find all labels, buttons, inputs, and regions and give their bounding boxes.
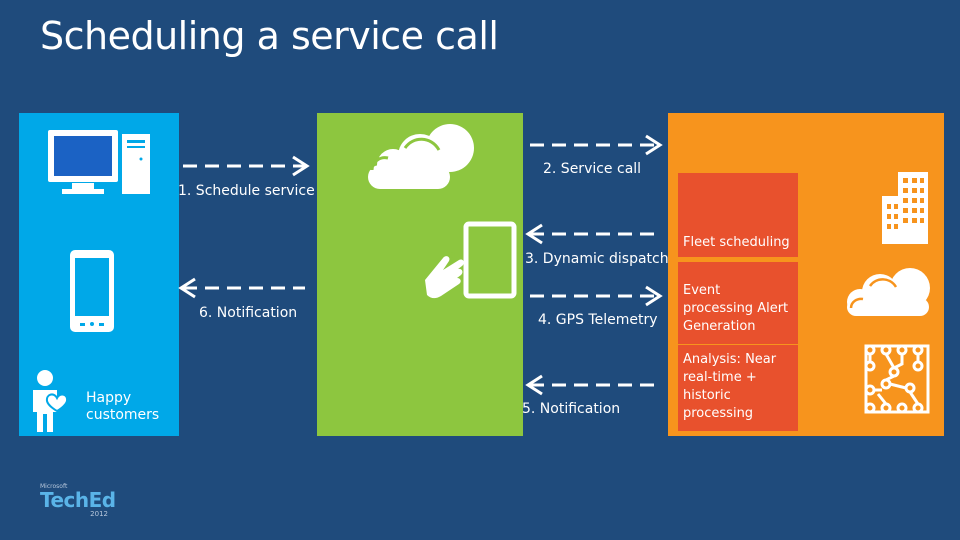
analysis-box: Analysis: Near real-time + historic proc… xyxy=(678,345,798,431)
step-1-label: 1. Schedule service xyxy=(178,183,315,199)
touch-tablet-icon xyxy=(425,221,517,299)
circuit-analytics-icon xyxy=(864,344,930,414)
step-4-label: 4. GPS Telemetry xyxy=(538,312,658,328)
logo-microsoft-text: Microsoft xyxy=(40,483,68,490)
step-5-label: 5. Notification xyxy=(522,401,621,417)
teched-logo: Microsoft TechEd 2012 xyxy=(40,483,116,518)
arrow-notification-backend xyxy=(525,374,660,396)
cloud-icon xyxy=(368,124,474,189)
cloud-icon xyxy=(847,268,930,316)
arrow-gps-telemetry xyxy=(530,285,663,307)
logo-year-text: 2012 xyxy=(90,510,108,518)
step-2-label: 2. Service call xyxy=(543,161,642,177)
fleet-scheduling-label: Fleet scheduling xyxy=(683,235,790,250)
arrow-service-call xyxy=(530,134,663,156)
logo-teched-text: TechEd xyxy=(40,488,116,512)
desktop-computer-icon xyxy=(48,130,150,194)
event-processing-box: Event processing Alert Generation xyxy=(678,262,798,344)
smartphone-icon xyxy=(70,250,114,332)
happy-customers-label: Happy customers xyxy=(86,390,160,423)
event-processing-label: Event processing Alert Generation xyxy=(683,283,789,334)
office-building-icon xyxy=(882,172,928,244)
arrow-schedule-service xyxy=(183,155,310,177)
arrow-dynamic-dispatch xyxy=(525,223,660,245)
fleet-scheduling-box: Fleet scheduling xyxy=(678,173,798,257)
step-6-label: 6. Notification xyxy=(199,305,298,321)
arrow-notification-customer xyxy=(178,277,305,299)
step-3-label: 3. Dynamic dispatch xyxy=(525,251,669,267)
happy-customer-icon xyxy=(33,370,69,432)
analysis-label: Analysis: Near real-time + historic proc… xyxy=(683,352,777,421)
slide-title: Scheduling a service call xyxy=(40,14,499,58)
